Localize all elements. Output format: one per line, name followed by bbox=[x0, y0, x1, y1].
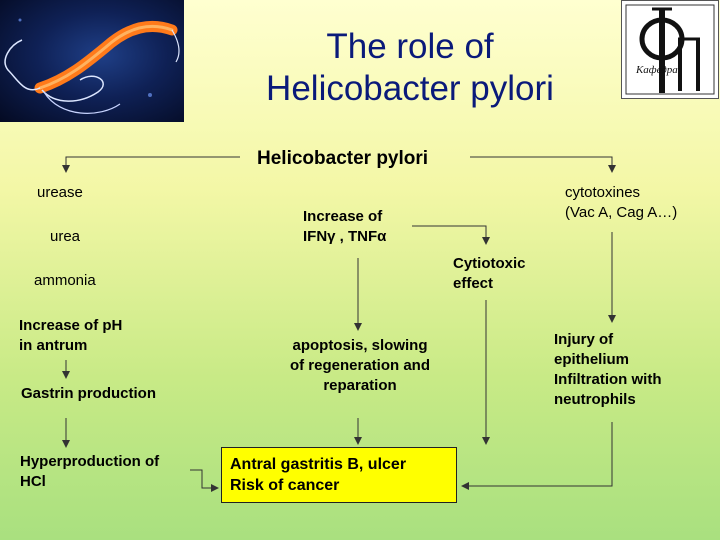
urease-node: urease bbox=[37, 184, 83, 201]
root-node: Helicobacter pylori bbox=[257, 148, 429, 169]
outcome-line-2: Risk of cancer bbox=[230, 477, 340, 494]
hcl-line-2: HCl bbox=[20, 473, 46, 490]
injury-line-3: Infiltration with bbox=[554, 371, 662, 388]
injury-line-2: epithelium bbox=[554, 351, 630, 368]
apoptosis-line-3: reparation bbox=[323, 377, 397, 394]
ifn-line-2: IFNγ , TNFα bbox=[303, 228, 387, 245]
cytotoxic-line-1: Cytiotoxic bbox=[453, 255, 526, 272]
ifn-line-1: Increase of bbox=[303, 208, 383, 225]
apoptosis-node: apoptosis, slowing of regeneration and r… bbox=[270, 336, 450, 396]
helicobacter-micrograph-image bbox=[0, 0, 184, 122]
bacterium-icon bbox=[4, 18, 180, 114]
ammonia-node: ammonia bbox=[34, 272, 96, 289]
apoptosis-line-2: of regeneration and bbox=[289, 357, 431, 374]
apoptosis-line-1: apoptosis, slowing bbox=[292, 337, 428, 354]
ph-line-2: in antrum bbox=[19, 337, 88, 354]
injury-to-outcome-connector bbox=[461, 422, 613, 490]
hcl-node: Hyperproduction of HCl bbox=[20, 452, 159, 492]
gastrin-node: Gastrin production bbox=[21, 385, 156, 402]
cytotoxines-line-1: cytotoxines bbox=[565, 184, 641, 201]
root-right-connector bbox=[470, 156, 616, 173]
injury-node: Injury of epithelium Infiltration with n… bbox=[554, 330, 661, 410]
cytotoxic-line-2: effect bbox=[453, 275, 494, 292]
ph-line-1: Increase of pH bbox=[19, 317, 123, 334]
cytotoxines-node: cytotoxines (Vac A, Cag A…) bbox=[565, 183, 677, 223]
outcome-line-1: Antral gastritis B, ulcer bbox=[230, 456, 407, 473]
cytokine-node: Increase of IFNγ , TNFα bbox=[303, 207, 386, 247]
hcl-line-1: Hyperproduction of bbox=[20, 453, 160, 470]
logo-text: Кафедра bbox=[635, 64, 678, 76]
injury-line-4: neutrophils bbox=[554, 391, 636, 408]
cytotoxines-line-2: (Vac A, Cag A…) bbox=[565, 204, 678, 221]
cytotoxic-effect-node: Cytiotoxic effect bbox=[453, 254, 526, 294]
outcome-box: Antral gastritis B, ulcer Risk of cancer bbox=[221, 447, 457, 503]
hcl-to-outcome-connector bbox=[190, 469, 219, 492]
injury-line-1: Injury of bbox=[554, 331, 614, 348]
ph-increase-node: Increase of pH in antrum bbox=[19, 316, 122, 356]
page-title: The role of Helicobacter pylori bbox=[190, 26, 630, 110]
title-line-1: The role of bbox=[326, 27, 494, 66]
department-emblem-icon: Кафедра bbox=[625, 4, 715, 95]
ifn-to-cytotoxic-connector bbox=[412, 225, 490, 245]
root-left-connector bbox=[62, 156, 240, 173]
title-line-2: Helicobacter pylori bbox=[266, 69, 554, 108]
department-logo: Кафедра bbox=[621, 0, 719, 99]
urea-node: urea bbox=[50, 228, 81, 245]
